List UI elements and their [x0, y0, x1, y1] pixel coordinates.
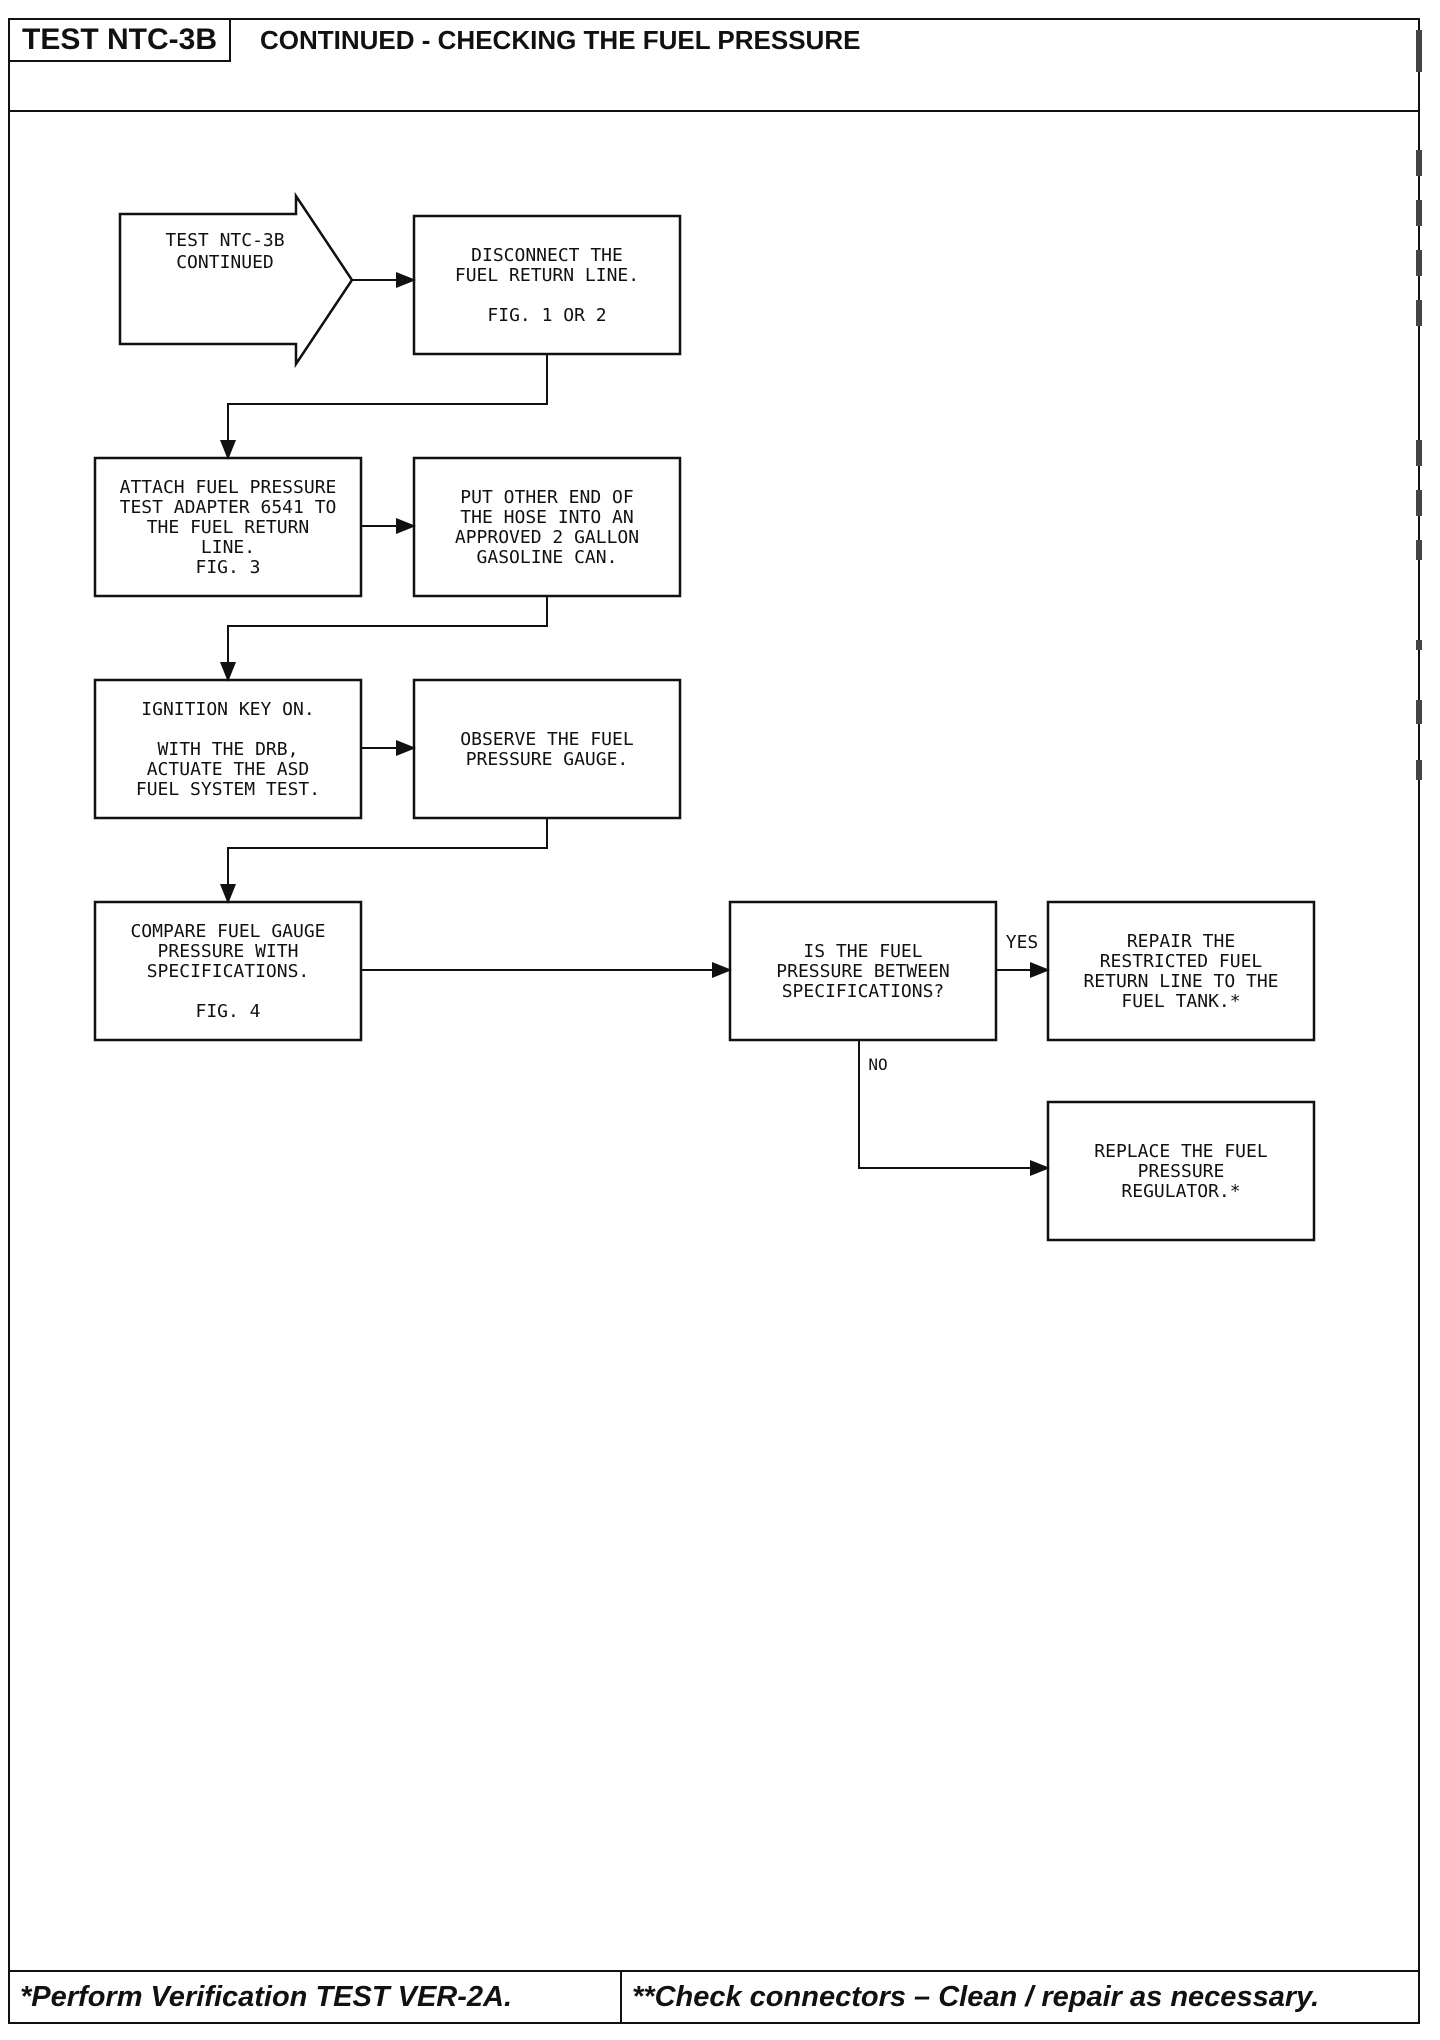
connector-step1-step2	[220, 354, 548, 460]
step-ignition-on-text: IGNITION KEY ON.WITH THE DRB,ACTUATE THE…	[136, 699, 320, 800]
connector-no	[858, 1040, 1050, 1176]
header: TEST NTC-3B CONTINUED - CHECKING THE FUE…	[10, 20, 1418, 112]
step-observe-gauge-box	[412, 678, 682, 820]
footnote-verification: *Perform Verification TEST VER-2A.	[10, 1972, 622, 2022]
adjacent-page-edge	[1414, 0, 1440, 800]
footer: *Perform Verification TEST VER-2A. **Che…	[10, 1970, 1418, 2022]
footnote-connectors: **Check connectors – Clean / repair as n…	[632, 1980, 1320, 2013]
page-frame: TEST NTC-3B CONTINUED - CHECKING THE FUE…	[8, 18, 1420, 2024]
step-ignition-on-box	[93, 678, 363, 820]
action-repair-return-line-box	[1046, 900, 1316, 1042]
connector-step5-step6	[220, 818, 548, 904]
step-attach-adapter-box	[93, 456, 363, 598]
action-replace-regulator-box	[1046, 1100, 1316, 1242]
no-label: NO	[868, 1055, 887, 1074]
connector-step3-step4	[220, 596, 548, 682]
page-title: CONTINUED - CHECKING THE FUEL PRESSURE	[260, 25, 861, 55]
test-id-label: TEST NTC-3B	[10, 20, 231, 62]
step-disconnect-box	[412, 214, 682, 356]
yes-label: YES	[1006, 932, 1039, 953]
start-arrow-shape	[118, 191, 354, 369]
